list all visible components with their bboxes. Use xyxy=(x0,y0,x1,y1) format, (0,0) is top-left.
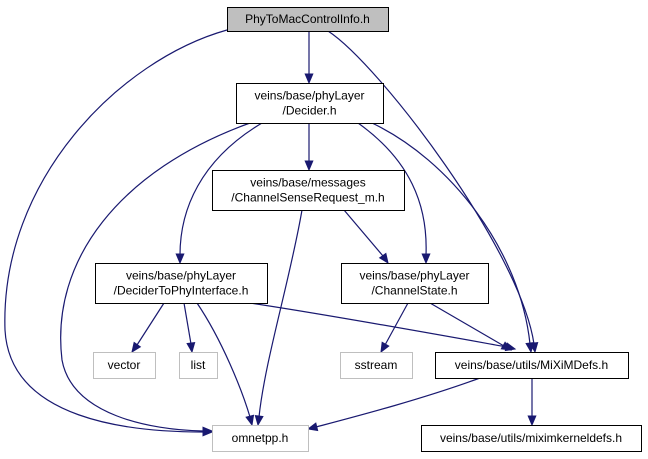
edge-chstate-to-mixim xyxy=(429,302,513,351)
edge-line xyxy=(196,302,251,418)
edge-line xyxy=(249,302,508,348)
edge-chstate-to-sstream xyxy=(380,302,409,354)
edge-line xyxy=(60,122,251,432)
node-label: /ChannelSenseRequest_m.h xyxy=(231,191,384,205)
edge-line xyxy=(357,122,427,256)
node-label: veins/base/messages xyxy=(250,176,365,190)
edge-line xyxy=(258,209,303,418)
edge-csr-to-omnetpp xyxy=(254,209,303,427)
arrowhead-icon xyxy=(378,252,389,265)
edge-decider-to-mixim xyxy=(371,122,535,354)
arrowhead-icon xyxy=(304,73,314,85)
node-box xyxy=(340,352,413,379)
edge-decider-to-chstate xyxy=(357,122,431,265)
node-label: PhyToMacControlInfo.h xyxy=(245,12,370,26)
arrowhead-icon xyxy=(421,253,431,265)
edge-line xyxy=(384,302,409,346)
arrowhead-icon xyxy=(186,342,196,354)
node-label: sstream xyxy=(355,358,398,372)
node-label: veins/base/phyLayer xyxy=(254,89,364,103)
edge-decider-to-dtpi xyxy=(175,122,263,265)
node-label: /ChannelState.h xyxy=(371,284,457,298)
node-label: veins/base/utils/MiXiMDefs.h xyxy=(455,358,608,372)
edge-dtpi-to-omnetpp xyxy=(196,302,255,427)
edge-line xyxy=(343,209,384,257)
node-omnetpp: omnetpp.h xyxy=(212,425,309,452)
nodes-layer: PhyToMacControlInfo.h veins/base/phyLayer… xyxy=(93,7,642,452)
node-list: list xyxy=(179,352,218,379)
node-chstate[interactable]: veins/base/phyLayer/ChannelState.h xyxy=(341,263,489,304)
edge-decider-to-csr xyxy=(304,123,314,172)
edge-line xyxy=(179,122,263,256)
edge-line xyxy=(136,302,165,346)
edge-line xyxy=(183,302,192,345)
node-label: veins/base/phyLayer xyxy=(126,269,236,283)
arrowhead-icon xyxy=(245,414,255,427)
arrowhead-icon xyxy=(175,253,185,265)
edge-line xyxy=(4,29,228,433)
edge-decider-to-omnetpp xyxy=(60,122,251,436)
node-label: /Decider.h xyxy=(282,104,336,118)
arrowhead-icon xyxy=(304,160,314,172)
edge-line xyxy=(315,377,481,428)
node-csr[interactable]: veins/base/messages/ChannelSenseRequest_… xyxy=(212,170,405,211)
edge-mixim-to-omnetpp xyxy=(306,377,481,432)
node-label: list xyxy=(191,358,206,372)
node-sstream: sstream xyxy=(340,352,413,379)
arrowhead-icon xyxy=(306,422,319,432)
node-box xyxy=(179,352,218,379)
node-vector: vector xyxy=(93,352,156,379)
edge-csr-to-chstate xyxy=(343,209,389,265)
arrowhead-icon xyxy=(500,341,513,351)
edge-dtpi-to-vector xyxy=(131,302,165,354)
arrowhead-icon xyxy=(525,342,535,354)
edges-layer xyxy=(4,29,539,437)
node-label: /DeciderToPhyInterface.h xyxy=(114,284,249,298)
node-box xyxy=(212,170,405,211)
edge-mixim-to-kernel xyxy=(527,378,537,427)
node-box xyxy=(227,7,389,32)
node-label: veins/base/phyLayer xyxy=(359,269,469,283)
node-box xyxy=(212,425,309,452)
node-box xyxy=(341,263,489,304)
arrowhead-icon xyxy=(202,426,214,436)
node-label: vector xyxy=(108,358,141,372)
node-dtpi[interactable]: veins/base/phyLayer/DeciderToPhyInterfac… xyxy=(95,263,268,304)
node-mixim[interactable]: veins/base/utils/MiXiMDefs.h xyxy=(435,352,629,379)
edge-root-to-decider xyxy=(304,31,314,85)
node-kernel[interactable]: veins/base/utils/miximkerneldefs.h xyxy=(421,425,642,452)
node-box xyxy=(95,263,268,304)
edge-dtpi-to-list xyxy=(183,302,196,354)
node-box xyxy=(421,425,642,452)
node-decider[interactable]: veins/base/phyLayer/Decider.h xyxy=(236,83,384,124)
arrowhead-icon xyxy=(131,341,142,354)
node-box xyxy=(93,352,156,379)
node-label: veins/base/utils/miximkerneldefs.h xyxy=(440,431,622,445)
arrowhead-icon xyxy=(254,415,264,427)
arrowhead-icon xyxy=(380,341,390,354)
node-box xyxy=(435,352,629,379)
edge-line xyxy=(371,122,531,345)
node-root[interactable]: PhyToMacControlInfo.h xyxy=(227,7,389,32)
edge-line xyxy=(429,302,505,347)
node-label: omnetpp.h xyxy=(232,431,289,445)
node-box xyxy=(236,83,384,124)
arrowhead-icon xyxy=(527,415,537,427)
